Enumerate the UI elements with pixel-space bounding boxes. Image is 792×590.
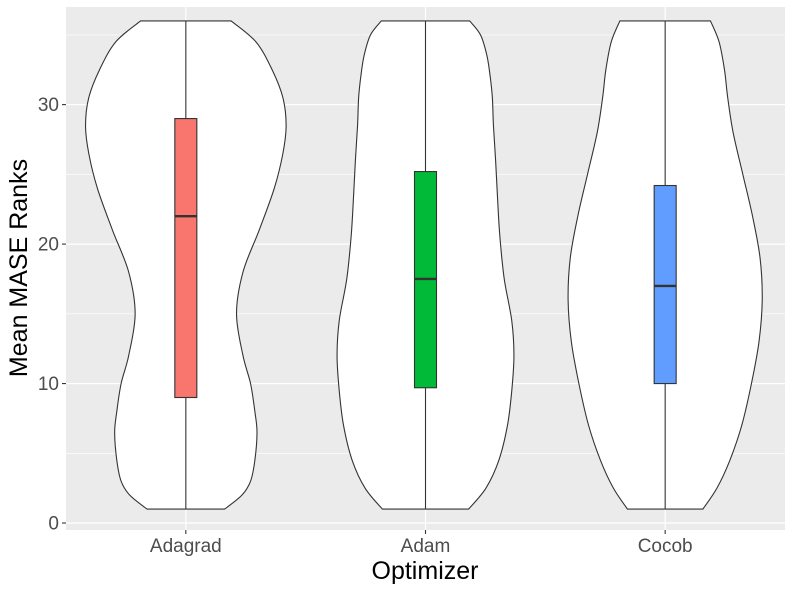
x-tick-label: Adam — [401, 536, 451, 557]
x-tick-label: Cocob — [638, 536, 693, 557]
y-tick-label: 20 — [38, 235, 59, 256]
y-tick-label: 10 — [38, 374, 59, 395]
y-tick-label: 30 — [38, 95, 59, 116]
x-axis: Adagrad Adam Cocob — [150, 530, 693, 557]
box-adagrad — [174, 118, 198, 399]
y-axis-title: Mean MASE Ranks — [5, 159, 33, 377]
x-tick-label: Adagrad — [150, 536, 222, 557]
box-cocob — [653, 184, 677, 385]
x-axis-title: Optimizer — [372, 557, 479, 585]
y-tick-label: 0 — [48, 514, 59, 535]
y-axis: 0 10 20 30 — [38, 95, 66, 535]
violins — [84, 20, 763, 510]
